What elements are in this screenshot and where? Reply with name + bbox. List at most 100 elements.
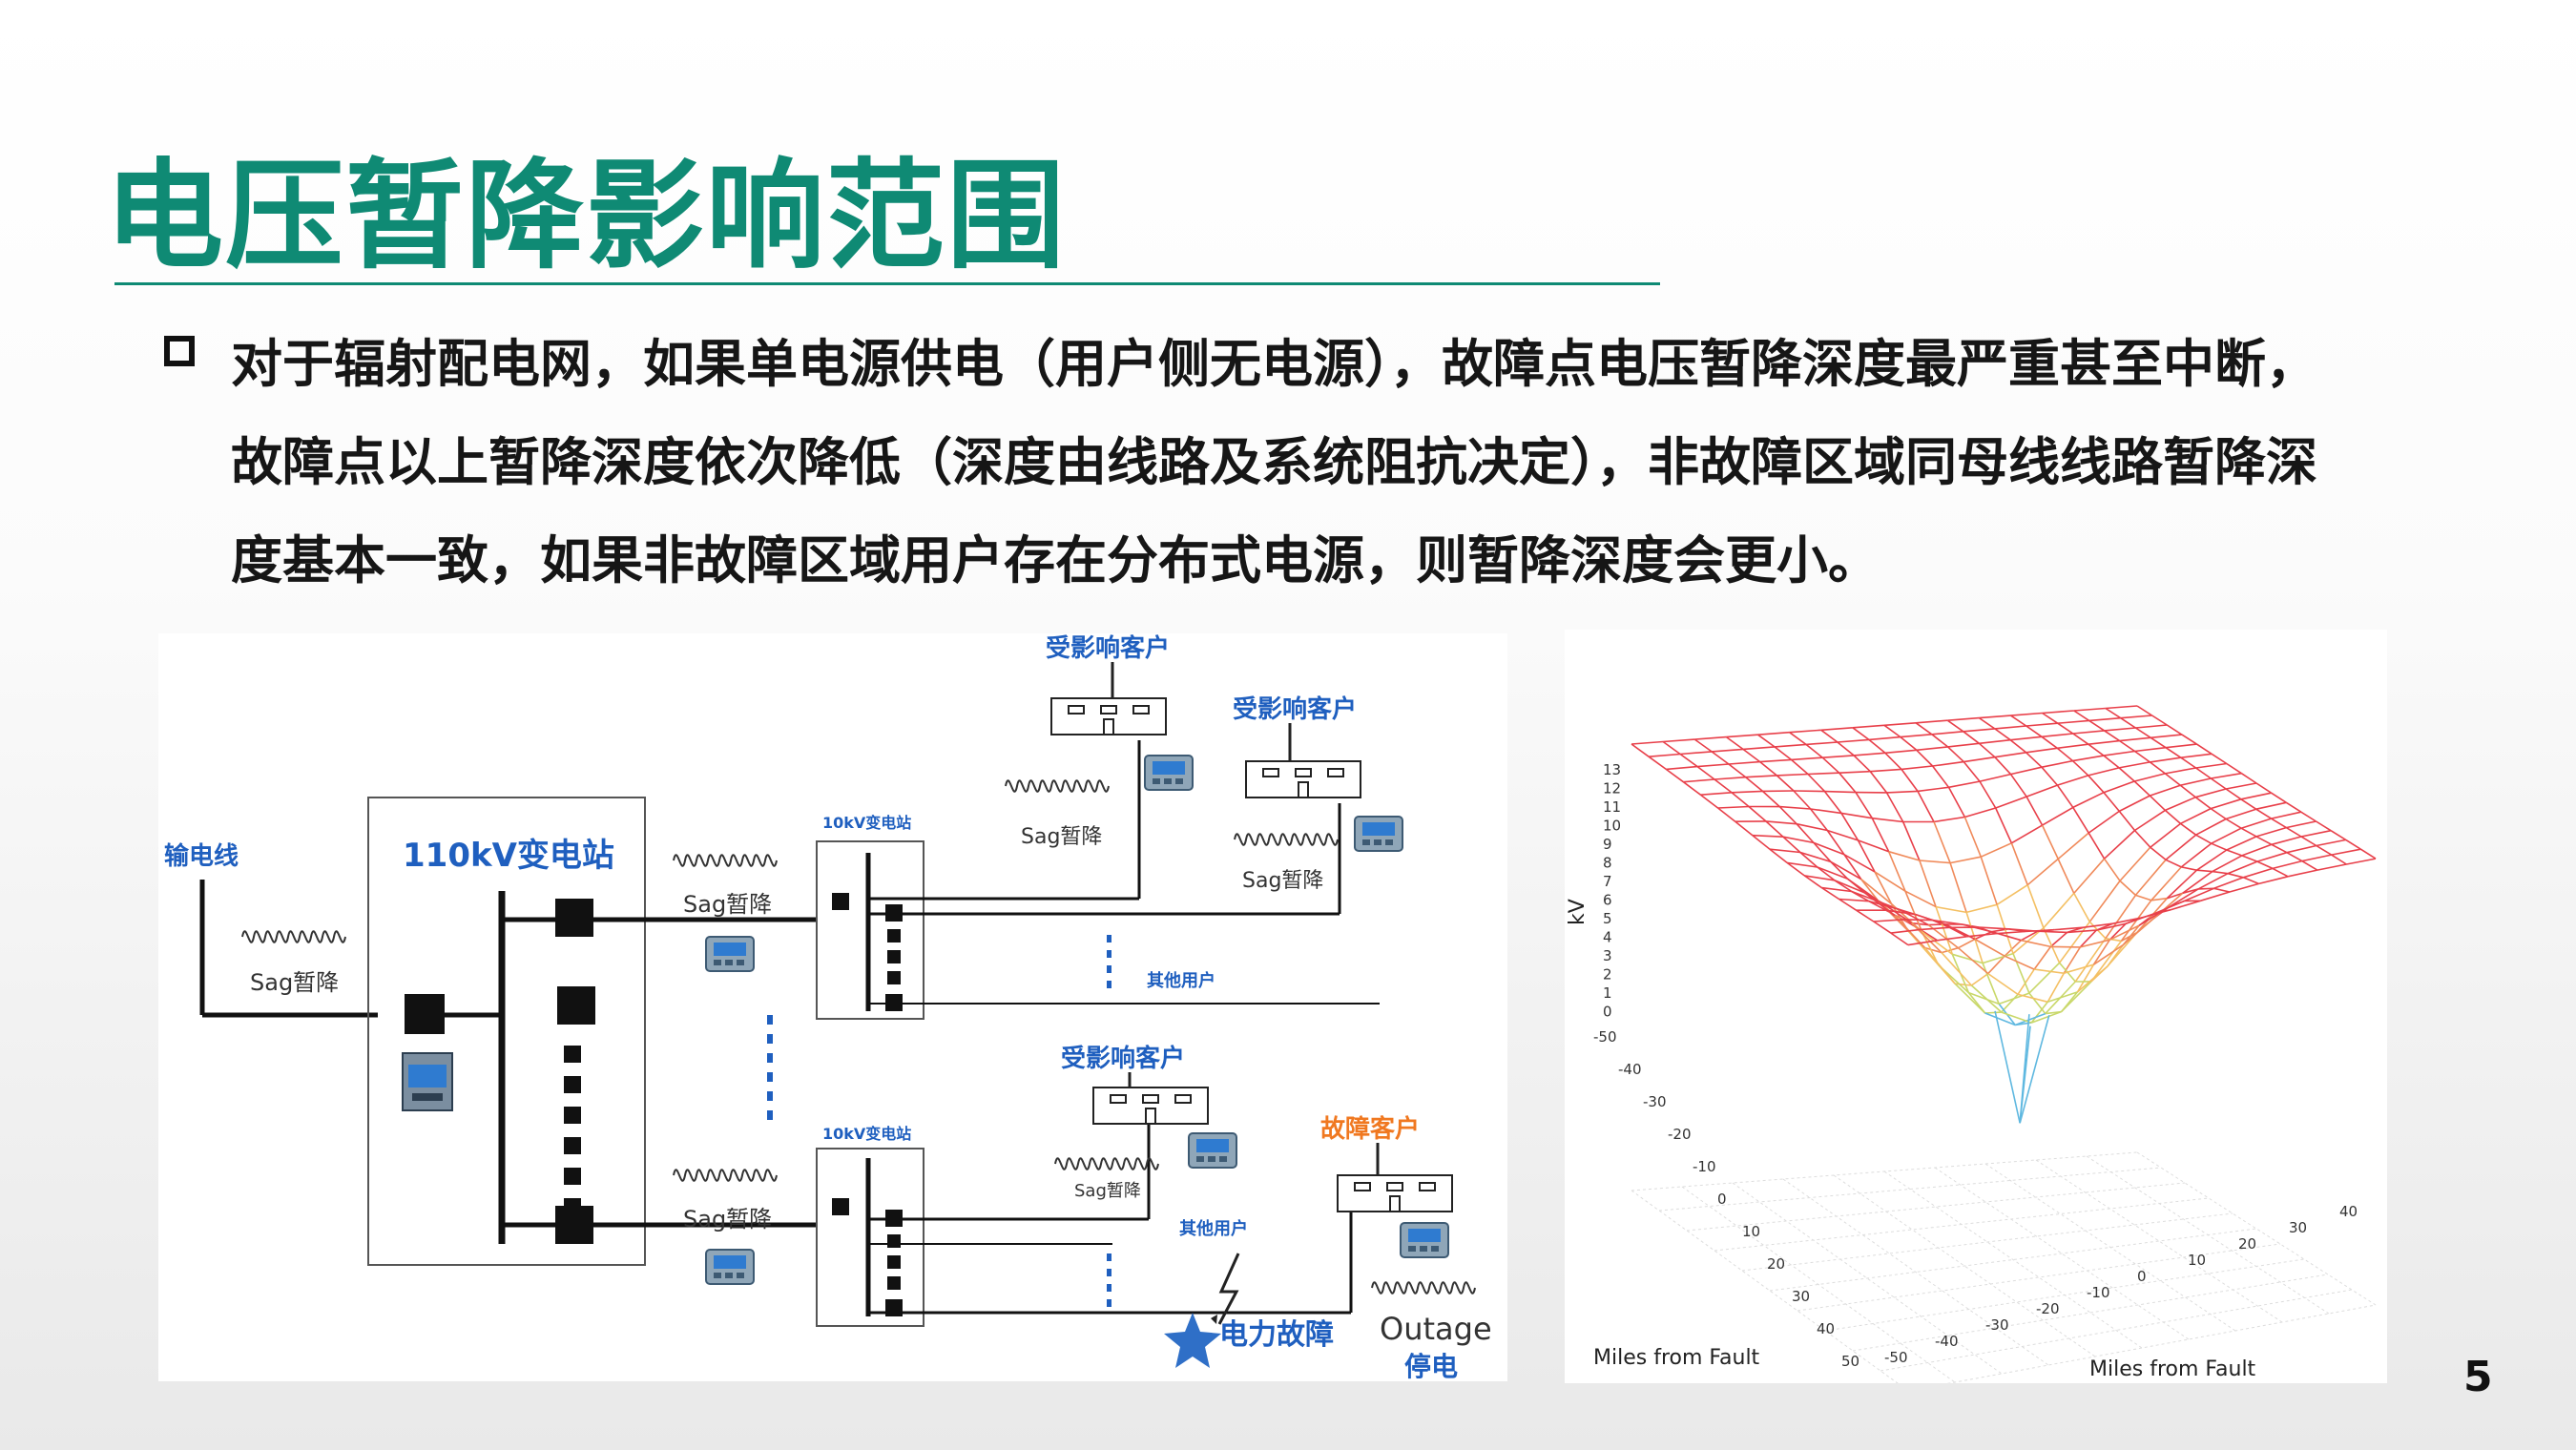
surface-mesh-line: [2241, 843, 2273, 857]
surface-mesh-line: [2010, 715, 2027, 727]
surface-mesh-line: [1995, 930, 2025, 935]
surface-mesh-line: [1855, 792, 1873, 819]
surface-mesh-line: [1979, 715, 2011, 719]
surface-mesh-line: [2134, 750, 2150, 763]
surface-mesh-line: [2271, 836, 2302, 846]
page-number: 5: [2463, 1353, 2493, 1401]
surface-mesh-line: [1949, 926, 1967, 938]
surface-mesh-line: [2025, 752, 2043, 768]
surface-mesh-line: [2057, 832, 2089, 860]
surface-mesh-line: [1683, 778, 1715, 783]
surface-mesh-line: [1955, 983, 1972, 986]
surface-mesh-line: [1776, 773, 1809, 777]
surface-mesh-line: [1799, 851, 1818, 868]
surface-mesh-line: [2041, 824, 2059, 860]
surface-mesh-line: [2104, 730, 2121, 742]
sag-waveform-icon: [673, 854, 778, 867]
surface-mesh-line: [2241, 855, 2258, 862]
surface-mesh-line: [1996, 884, 2028, 905]
surface-mesh-line: [1804, 875, 1835, 881]
surface-mesh-line: [1776, 775, 1795, 792]
surface-mesh-line: [2167, 892, 2183, 900]
surface-mesh-line: [2196, 849, 2228, 871]
surface-mesh-line: [2010, 712, 2043, 716]
surface-mesh-line: [2033, 945, 2052, 970]
surface-mesh-line: [2104, 727, 2136, 732]
surface-mesh-line: [1919, 860, 1937, 907]
z-tick-label: 13: [1603, 761, 1621, 778]
surface-mesh-line: [1890, 928, 1921, 934]
surface-mesh-line: [2150, 822, 2181, 848]
surface-mesh-line: [2211, 772, 2242, 779]
surface-mesh-line: [2037, 930, 2067, 934]
surface-mesh-line: [2049, 931, 2068, 948]
bottom-axis-tick-label: -30: [1985, 1316, 2009, 1334]
surface-mesh-line: [2133, 829, 2151, 848]
surface-mesh-line: [2010, 766, 2043, 776]
surface-mesh-line: [1790, 758, 1809, 776]
surface-mesh-line: [1679, 753, 1698, 768]
surface-mesh-line: [2141, 908, 2171, 919]
surface-mesh-line: [2025, 796, 2044, 826]
floor-grid-line: [2086, 1155, 2330, 1315]
surface-mesh-line: [2180, 777, 2212, 786]
surface-mesh-line: [2030, 1001, 2048, 1024]
surface-mesh-line: [1843, 854, 1876, 873]
title-underline: [114, 282, 1660, 285]
substation-10kv-top-box: [816, 840, 924, 1020]
surface-mesh-line: [2028, 962, 2061, 994]
surface-mesh-line: [2088, 880, 2121, 922]
surface-mesh-line: [2042, 712, 2059, 724]
surface-mesh-line: [1782, 836, 1801, 854]
surface-mesh-line: [1978, 716, 1996, 730]
surface-mesh-line: [2166, 724, 2183, 735]
surface-mesh-line: [1932, 919, 1963, 925]
surface-mesh-line: [2271, 792, 2287, 803]
floor-grid-line: [1883, 1170, 2143, 1349]
surface-mesh-line: [2103, 858, 2121, 881]
surface-mesh-line: [1796, 822, 1828, 832]
surface-mesh-line: [2103, 792, 2120, 812]
surface-mesh-line: [1742, 748, 1761, 763]
surface-mesh-line: [1765, 820, 1784, 838]
surface-mesh-line: [1786, 861, 1818, 868]
surface-mesh-line: [2134, 773, 2166, 782]
surface-mesh-line: [1885, 909, 1916, 916]
surface-mesh-line: [2004, 940, 2022, 957]
customer-building-icon: [1050, 697, 1167, 735]
surface-mesh-line: [1665, 768, 1684, 783]
surface-mesh-line: [2195, 767, 2212, 779]
surface-mesh-line: [1851, 890, 1882, 903]
surface-mesh-line: [1872, 817, 1903, 823]
surface-mesh-line: [1919, 860, 1951, 864]
surface-mesh-line: [2272, 860, 2302, 870]
surface-mesh-line: [1888, 850, 1921, 861]
surface-mesh-line: [1941, 952, 1972, 986]
z-tick-label: 3: [1603, 947, 1612, 964]
surface-mesh-line: [1712, 748, 1744, 753]
surface-mesh-line: [1726, 734, 1758, 738]
surface-mesh-line: [2041, 766, 2059, 786]
floor-grid-line: [1741, 1212, 2233, 1272]
surface-mesh-line: [2150, 784, 2181, 797]
surface-mesh-line: [1778, 806, 1797, 825]
surface-mesh-line: [2028, 992, 2046, 1015]
surface-mesh-line: [1870, 768, 1902, 773]
surface-mesh-line: [2057, 859, 2075, 894]
surface-mesh-line: [1765, 820, 1797, 825]
surface-mesh-line: [2025, 725, 2043, 737]
bottom-axis-tick-label: -20: [2036, 1300, 2060, 1317]
surface-mesh-line: [2017, 968, 2035, 995]
surface-mesh-line: [1717, 807, 1736, 822]
surface-mesh-line: [2255, 808, 2272, 819]
surface-mesh-line: [2287, 869, 2317, 878]
lightning-icon: [1217, 1253, 1240, 1325]
breaker-icon: [555, 899, 593, 937]
left-axis-tick-label: -10: [1693, 1158, 1716, 1175]
surface-mesh-line: [2256, 851, 2288, 862]
surface-mesh-line: [2210, 807, 2227, 820]
left-axis-tick-label: 0: [1717, 1191, 1727, 1208]
surface-mesh-line: [1874, 871, 1906, 892]
surface-mesh-line: [2041, 733, 2073, 738]
surface-mesh-line: [2119, 736, 2151, 742]
